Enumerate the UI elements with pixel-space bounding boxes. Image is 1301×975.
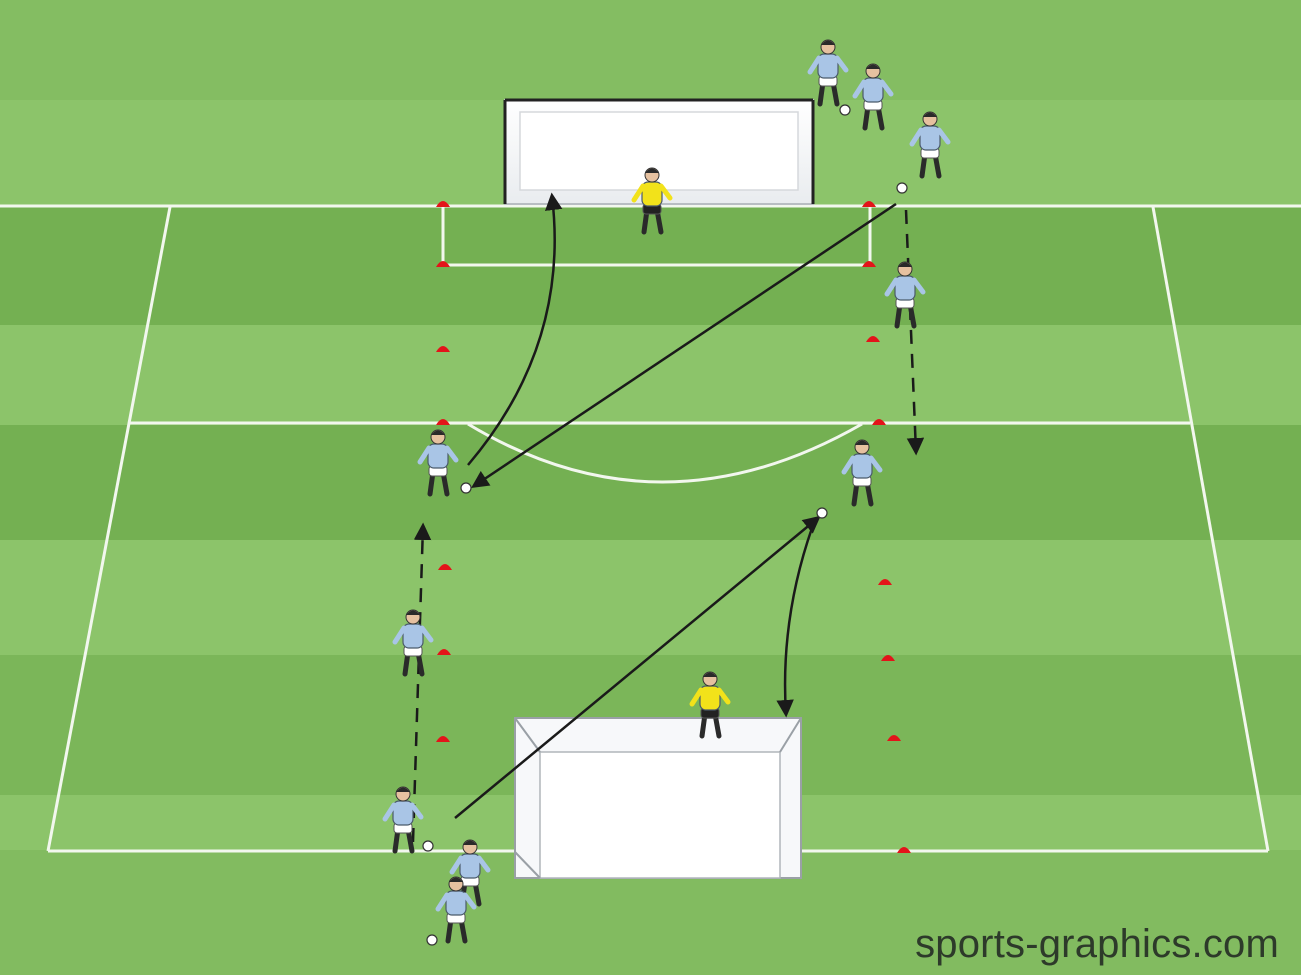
cone-icon bbox=[437, 649, 451, 655]
cone-icon bbox=[878, 579, 892, 585]
pass-arrow bbox=[454, 515, 821, 819]
goalkeeper-icon bbox=[631, 167, 673, 235]
player-icon bbox=[435, 876, 477, 944]
pass-arrow bbox=[471, 202, 897, 488]
shot-arrow bbox=[467, 192, 563, 466]
player-icon bbox=[417, 429, 459, 497]
cone-icon bbox=[881, 655, 895, 661]
cone-icon bbox=[866, 336, 880, 342]
cone-icon bbox=[436, 201, 450, 207]
player-icon bbox=[382, 786, 424, 854]
player-icon bbox=[884, 261, 926, 329]
cone-icon bbox=[436, 419, 450, 425]
player-icon bbox=[852, 63, 894, 131]
ball-icon bbox=[422, 840, 434, 852]
cone-icon bbox=[872, 419, 886, 425]
players bbox=[382, 39, 951, 944]
cone-icon bbox=[436, 346, 450, 352]
player-icon bbox=[909, 111, 951, 179]
player-icon bbox=[392, 609, 434, 677]
player-icon bbox=[841, 439, 883, 507]
ball-icon bbox=[816, 507, 828, 519]
goalkeeper-icon bbox=[689, 671, 731, 739]
ball-icon bbox=[426, 934, 438, 946]
bottom-goal-icon bbox=[514, 717, 802, 879]
cone-icon bbox=[438, 564, 452, 570]
cone-icon bbox=[897, 847, 911, 853]
cone-icon bbox=[862, 201, 876, 207]
run-arrow bbox=[904, 209, 925, 456]
ball-icon bbox=[839, 104, 851, 116]
cone-icon bbox=[887, 735, 901, 741]
run-arrow bbox=[411, 522, 432, 843]
arrows bbox=[411, 192, 925, 843]
cone-icon bbox=[862, 261, 876, 267]
shot-arrow bbox=[776, 527, 814, 718]
player-icon bbox=[807, 39, 849, 107]
balls bbox=[422, 104, 908, 946]
cone-icon bbox=[436, 736, 450, 742]
ball-icon bbox=[460, 482, 472, 494]
cone-icon bbox=[436, 261, 450, 267]
credit-watermark: sports-graphics.com bbox=[915, 922, 1279, 966]
cones bbox=[436, 201, 911, 853]
ball-icon bbox=[896, 182, 908, 194]
